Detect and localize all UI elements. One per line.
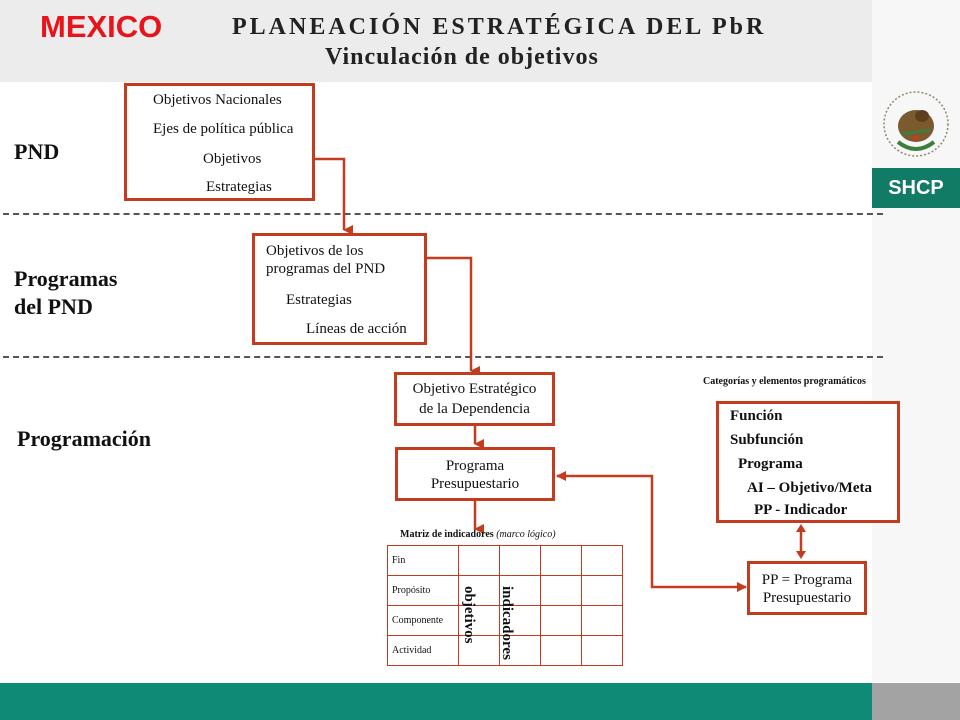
pnd-line-estrategias: Estrategias (206, 179, 272, 195)
matrix-cell (540, 635, 582, 666)
pp-line-1: PP = Programa (761, 572, 853, 588)
matrix-cell (540, 575, 582, 606)
pnd-line-objetivos: Objetivos (203, 151, 262, 167)
matriz-title: Matriz de indicadores (marco lógico) (400, 529, 556, 540)
matrix-cell (581, 635, 623, 666)
pp-box: PP = Programa Presupuestario (747, 561, 867, 615)
programas-line-lineas: Líneas de acción (306, 321, 407, 337)
divider-programas (3, 356, 883, 358)
objetivo-estrategico-box: Objetivo Estratégico de la Dependencia (394, 372, 555, 426)
categoria-funcion: Función (730, 408, 783, 424)
pnd-box: Objetivos Nacionales Ejes de política pú… (124, 83, 315, 201)
categoria-programa: Programa (738, 456, 803, 472)
page-title: PLANEACIÓN ESTRATÉGICA DEL PbR (232, 14, 767, 40)
footer-band (0, 683, 872, 720)
programas-line-objetivos: Objetivos de los (266, 243, 364, 259)
matrix-cell (458, 575, 500, 606)
pnd-line-objetivos-nacionales: Objetivos Nacionales (153, 92, 282, 108)
matriz-title-italic: (marco lógico) (496, 529, 556, 540)
programas-line-pnd: programas del PND (266, 261, 386, 277)
matrix-cell (581, 545, 623, 576)
table-row: Fin (387, 545, 623, 576)
band-label-programas-1: Programas (14, 266, 118, 291)
logo-mexico: MEXICO (40, 9, 163, 44)
categoria-subfuncion: Subfunción (730, 432, 804, 448)
band-label-programacion: Programación (17, 426, 152, 451)
programa-line-1: Programa (445, 458, 505, 474)
matriz-row-actividad: Actividad (387, 635, 459, 666)
page-subtitle: Vinculación de objetivos (325, 44, 599, 70)
pp-line-2: Presupuestario (762, 590, 852, 606)
categoria-pp: PP - Indicador (754, 502, 848, 518)
pnd-line-ejes: Ejes de política pública (153, 121, 294, 137)
programa-presupuestario-box: Programa Presupuestario (395, 447, 555, 501)
programas-line-estrategias: Estrategias (286, 292, 352, 308)
matriz-title-bold: Matriz de indicadores (400, 529, 494, 540)
sidebar-top (872, 0, 960, 82)
categorias-title: Categorías y elementos programáticos (703, 376, 866, 387)
band-label-programas-2: del PND (14, 294, 93, 319)
band-label-pnd: PND (14, 139, 60, 164)
matriz-row-componente: Componente (387, 605, 459, 636)
eagle-emblem-icon (883, 91, 949, 157)
matrix-cell (581, 605, 623, 636)
matriz-table: Fin Propósito Componente Actividad (387, 545, 623, 666)
matrix-cell (581, 575, 623, 606)
matriz-col-indicadores: indicadores (499, 586, 515, 660)
matrix-cell (499, 545, 541, 576)
matrix-cell (540, 605, 582, 636)
objetivo-line-2: de la Dependencia (419, 401, 530, 417)
matriz-row-fin: Fin (387, 545, 459, 576)
table-row: Actividad (387, 635, 623, 666)
shcp-label: SHCP (872, 168, 960, 208)
matrix-cell (458, 545, 500, 576)
footer-grey (872, 683, 960, 720)
divider-pnd (3, 213, 883, 215)
matriz-row-proposito: Propósito (387, 575, 459, 606)
programas-box: Objetivos de los programas del PND Estra… (252, 233, 427, 345)
header-bar (0, 0, 872, 82)
matrix-cell (540, 545, 582, 576)
matriz-col-objetivos: objetivos (461, 586, 477, 644)
objetivo-line-1: Objetivo Estratégico (412, 381, 537, 397)
categorias-box: Función Subfunción Programa AI – Objetiv… (716, 401, 900, 523)
categoria-ai: AI – Objetivo/Meta (747, 480, 872, 496)
programa-line-2: Presupuestario (430, 476, 520, 492)
table-row: Propósito (387, 575, 623, 606)
